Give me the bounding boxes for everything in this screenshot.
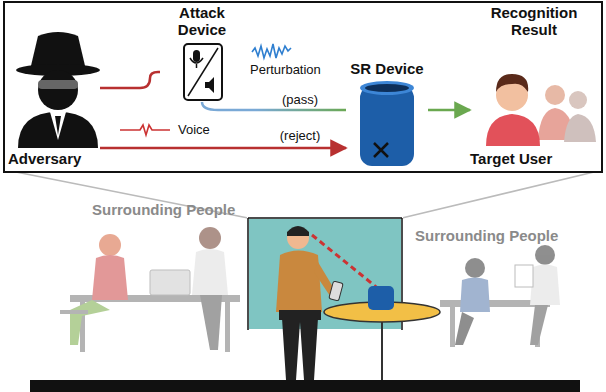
edge-label: (reject)	[278, 128, 322, 143]
attack-phone	[184, 44, 222, 100]
perturbation-label: Perturbation	[250, 62, 321, 77]
node-text: Recognition Result	[470, 4, 598, 38]
adversary-icon	[16, 32, 100, 148]
signal-path	[202, 102, 346, 110]
zoom-line	[402, 172, 594, 218]
speaker-small	[368, 286, 394, 310]
target-user-icon	[486, 74, 596, 146]
floor-bar	[30, 380, 580, 392]
left-people	[60, 227, 240, 352]
node-text: SR Device	[346, 60, 428, 77]
adversary-node: Adversary	[6, 40, 100, 168]
signal-path	[100, 147, 346, 150]
sound-beam	[312, 235, 380, 290]
sr-device-icon	[360, 81, 414, 166]
signal-path	[428, 109, 470, 112]
sr-device-node: SR Device	[346, 60, 428, 170]
perturbation-wave	[252, 44, 291, 58]
surrounding-label: Surrounding People	[92, 202, 235, 217]
node-text: Adversary	[8, 150, 100, 167]
standing-person	[276, 226, 343, 380]
surrounding-label: Surrounding People	[415, 228, 558, 243]
inset-frame	[4, 2, 602, 172]
voice-label: Voice	[178, 122, 210, 137]
zoom-line	[16, 172, 248, 218]
signal-path	[100, 72, 160, 88]
node-text: Target User	[470, 150, 580, 167]
right-people	[440, 245, 560, 347]
target-user-node: Recognition ResultTarget User	[470, 4, 598, 170]
voice-wave	[120, 125, 170, 135]
node-text: Attack Device	[160, 4, 244, 38]
edge-label: (pass)	[280, 92, 320, 107]
attack-device-node: Attack Device	[160, 4, 244, 102]
